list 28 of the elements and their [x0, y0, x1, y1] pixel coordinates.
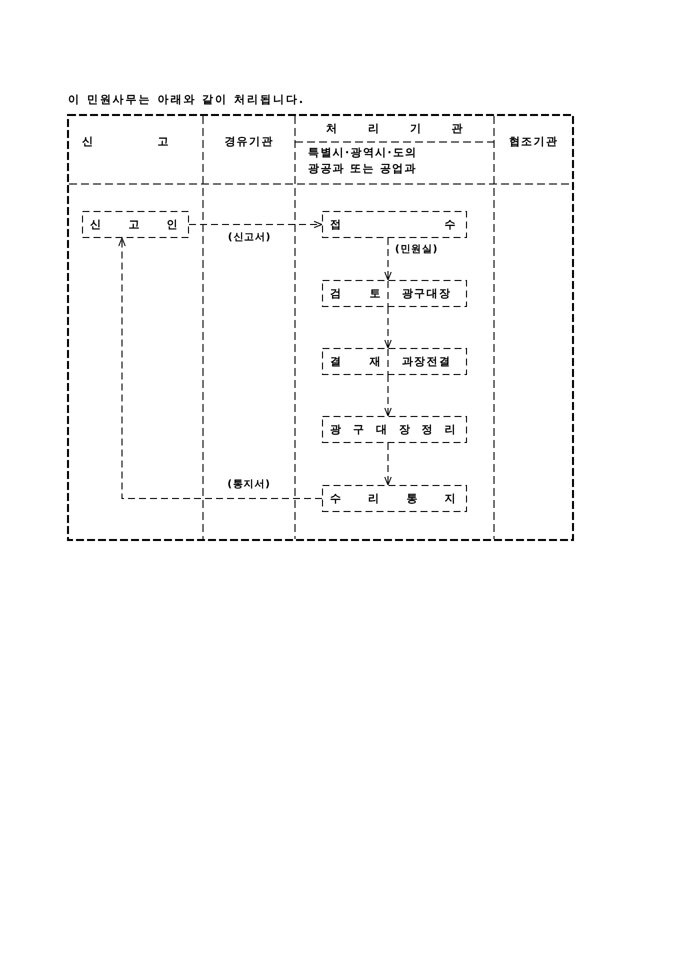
- arrow: [384, 442, 392, 486]
- process-box: [322, 211, 467, 238]
- arrow: [188, 220, 322, 228]
- box-label: 과장전결: [400, 354, 452, 368]
- process-box: [322, 280, 467, 307]
- process-box: [322, 348, 467, 375]
- column-header: 신 고: [82, 134, 170, 150]
- column-header: 경유기관: [223, 134, 275, 150]
- box-label: 접 수: [330, 218, 457, 232]
- column-subheader: 특별시·광역시·도의 광공과 또는 공업과: [308, 145, 419, 177]
- process-box: [322, 485, 467, 512]
- arrow: [384, 374, 392, 416]
- process-box: [322, 416, 467, 443]
- arrow: [118, 238, 322, 499]
- edge-label: (통지서): [227, 478, 271, 492]
- diagram-title: 이 민원사무는 아래와 같이 처리됩니다.: [68, 93, 306, 107]
- arrow: [384, 306, 392, 348]
- box-label: 광구대장: [400, 286, 452, 300]
- process-box: [82, 211, 189, 238]
- edge-label: (신고서): [228, 230, 272, 244]
- column-header: 협조기관: [508, 134, 560, 150]
- box-label: 신 고 인: [90, 218, 179, 232]
- box-label: 검 토: [330, 286, 382, 300]
- arrow: [384, 238, 392, 280]
- column-header: 처 리 기 관: [326, 121, 464, 137]
- box-label: 결 재: [330, 354, 382, 368]
- box-label: 수 리 통 지: [330, 492, 457, 506]
- box-label: 광 구 대 장 정 리: [330, 422, 457, 436]
